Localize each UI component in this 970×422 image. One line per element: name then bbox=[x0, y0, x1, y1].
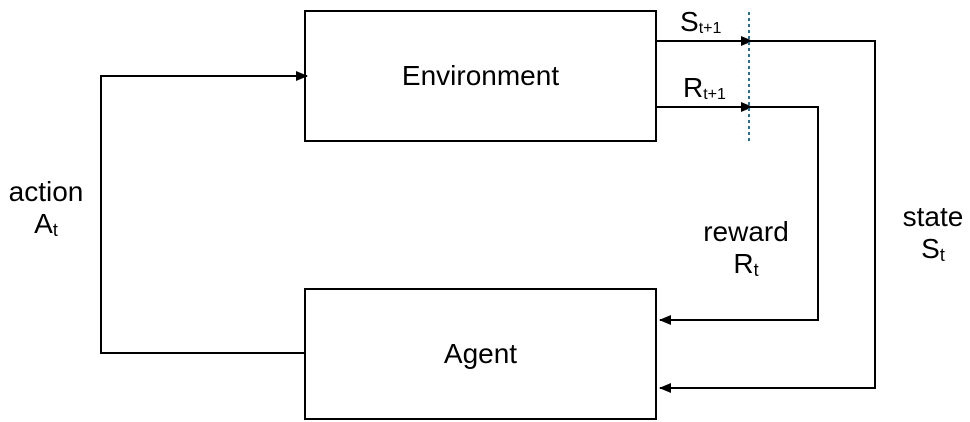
environment-label: Environment bbox=[401, 60, 560, 91]
state-loop-line bbox=[659, 40, 876, 393]
reward-loop-line bbox=[659, 106, 819, 325]
reward-label: reward Rt bbox=[690, 216, 802, 286]
state-word: state bbox=[902, 201, 964, 232]
action-symbol-group: At bbox=[0, 208, 92, 246]
action-word: action bbox=[8, 176, 84, 207]
reward-subscript: t bbox=[753, 260, 759, 280]
environment-box: Environment bbox=[304, 10, 657, 142]
state-label: state St bbox=[896, 201, 970, 271]
state-symbol-group: St bbox=[896, 233, 970, 271]
next-state-subscript: t+1 bbox=[698, 20, 722, 37]
state-symbol: S bbox=[921, 233, 940, 264]
next-state-symbol: S bbox=[680, 6, 699, 37]
reward-word: reward bbox=[703, 216, 789, 247]
action-loop-line bbox=[100, 71, 308, 354]
agent-label: Agent bbox=[443, 338, 518, 369]
next-state-label: St+1 bbox=[680, 8, 721, 37]
next-reward-symbol: R bbox=[683, 72, 704, 103]
agent-box: Agent bbox=[304, 288, 657, 420]
state-subscript: t bbox=[939, 245, 945, 265]
action-label: action At bbox=[0, 176, 92, 246]
action-symbol: A bbox=[34, 208, 53, 239]
reward-symbol-group: Rt bbox=[690, 248, 802, 286]
next-reward-label: Rt+1 bbox=[683, 74, 726, 103]
action-subscript: t bbox=[52, 220, 58, 240]
next-reward-subscript: t+1 bbox=[703, 86, 726, 103]
reward-symbol: R bbox=[733, 248, 754, 279]
